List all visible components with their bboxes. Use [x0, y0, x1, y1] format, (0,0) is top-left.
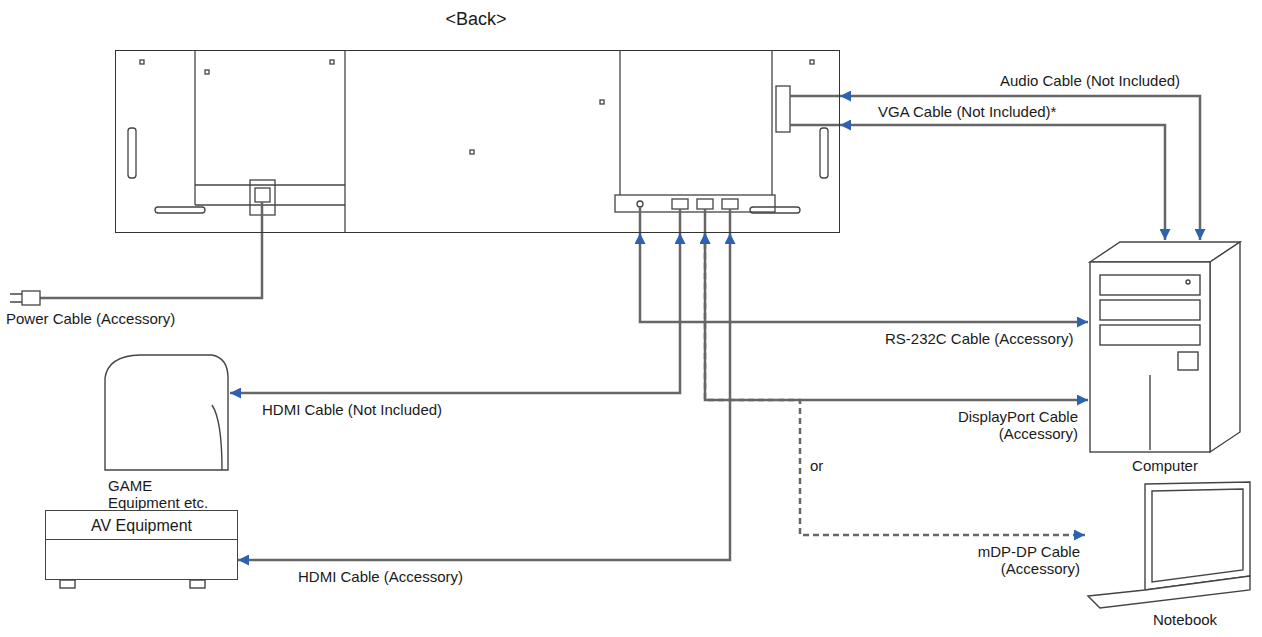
cable-connector: [238, 233, 730, 560]
monitor-back: <Back>: [115, 50, 840, 233]
av-device: AV Equipment: [45, 510, 238, 580]
cable-connector: [840, 125, 1165, 240]
monitor-details: [128, 50, 828, 233]
av-feet: [60, 580, 205, 588]
device-name: Computer: [1088, 457, 1242, 474]
cable-label: RS-232C Cable (Accessory): [885, 330, 1085, 347]
device-name: Notebook: [1125, 611, 1245, 628]
cable-label: Power Cable (Accessory): [6, 310, 226, 327]
cable-label: HDMI Cable (Accessory): [298, 568, 518, 585]
notebook-computer: [1088, 482, 1250, 608]
cable-connector: [705, 233, 1088, 400]
game-device: GAME Equipment etc.: [100, 355, 230, 470]
cable-label: Audio Cable (Not Included): [1000, 72, 1200, 89]
computer-device: Computer: [1088, 240, 1242, 453]
computer-tower: [1090, 242, 1240, 452]
cable-label: DisplayPort Cable (Accessory): [938, 408, 1078, 443]
cable-label: HDMI Cable (Not Included): [262, 401, 482, 418]
device-name: AV Equipment: [46, 515, 237, 540]
power-cable: [10, 202, 262, 305]
port-stubs: [640, 96, 840, 233]
cable-label: mDP-DP Cable (Accessory): [955, 543, 1080, 578]
cable-connector: [640, 233, 1088, 322]
device-name: GAME Equipment etc.: [108, 477, 226, 512]
game-console: [105, 355, 228, 470]
notebook-device: Notebook: [1085, 480, 1252, 608]
cable-connector: [840, 96, 1200, 240]
device-name: <Back>: [376, 9, 576, 30]
cable-label: VGA Cable (Not Included)*: [878, 103, 1128, 120]
cable-connector: [230, 233, 680, 393]
alternative-note: or: [810, 457, 840, 474]
cable-connector: [705, 233, 1085, 535]
